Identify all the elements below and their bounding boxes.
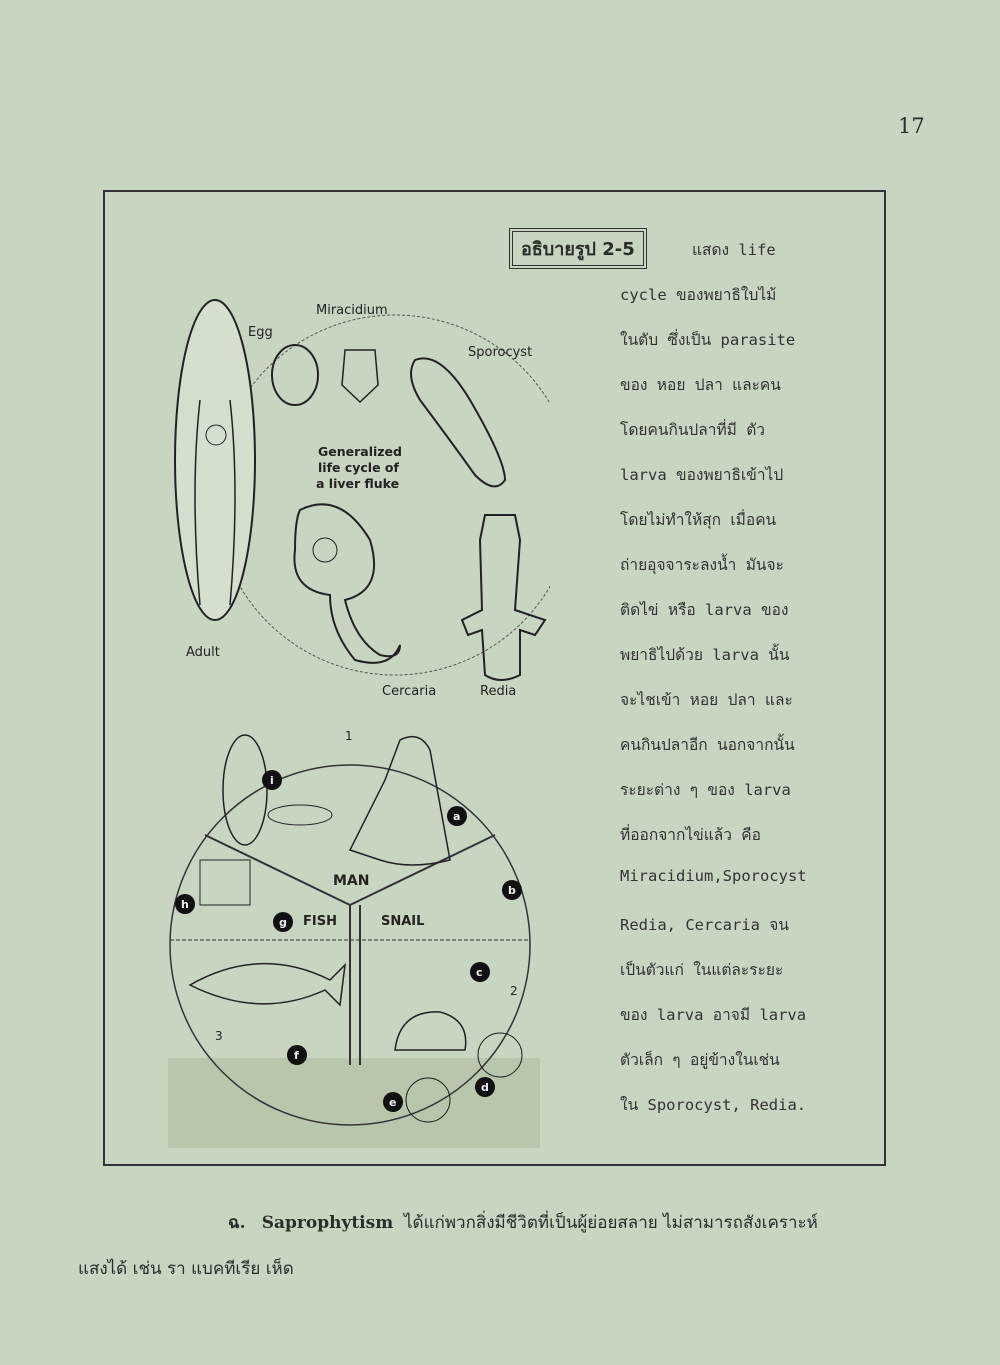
item-marker: ฉ. — [228, 1213, 246, 1233]
diagram-title-line: life cycle of — [318, 460, 400, 475]
diagram-title-line: Generalized — [318, 444, 402, 459]
caption-line: แสดง life — [692, 241, 776, 259]
host-cycle-diagram: MAN FISH SNAIL 1 2 3 a b c d e f g h i — [168, 729, 540, 1148]
caption-line: Redia, Cercaria จน — [620, 916, 789, 934]
stage-number: 2 — [510, 984, 518, 998]
marker-g: g — [279, 916, 287, 929]
caption-line: ในตับ ซึ่งเป็น parasite — [620, 331, 796, 349]
caption-line: คนกินปลาอีก นอกจากนั้น — [620, 736, 795, 754]
caption-line: ระยะต่าง ๆ ของ larva — [620, 781, 791, 799]
marker-d: d — [481, 1081, 489, 1094]
caption-line: ของ larva อาจมี larva — [620, 1006, 807, 1024]
caption-line: ติดไข่ หรือ larva ของ — [620, 601, 789, 619]
body-paragraph-line-1: ฉ. Saprophytism ได้แก่พวกสิ่งมีชีวิตที่เ… — [228, 1209, 818, 1236]
definition-text: ได้แก่พวกสิ่งมีชีวิตที่เป็นผู้ย่อยสลาย ไ… — [404, 1213, 818, 1233]
caption-line: ตัวเล็ก ๆ อยู่ข้างในเช่น — [620, 1051, 780, 1069]
sporocyst — [410, 357, 507, 488]
label-cercaria: Cercaria — [382, 684, 436, 699]
fish-flesh-illustration — [199, 859, 251, 906]
marker-a: a — [453, 810, 460, 823]
adult-fluke — [174, 299, 256, 621]
caption-line: โดยไม่ทำให้สุก เมื่อคน — [620, 511, 777, 529]
label-egg: Egg — [248, 325, 273, 340]
fluke-illustration — [222, 734, 268, 846]
caption-line: โดยคนกินปลาที่มี ตัว — [620, 421, 765, 439]
section-man: MAN — [333, 873, 369, 889]
caption-line: พยาธิไปด้วย larva นั้น — [620, 646, 790, 664]
caption-line: Miracidium,Sporocyst — [620, 867, 807, 885]
label-adult: Adult — [186, 645, 220, 660]
figure-frame — [103, 190, 886, 1166]
caption-line: larva ของพยาธิเข้าไป — [620, 466, 784, 484]
stage-number: 1 — [345, 729, 353, 743]
diagram-title-line: a liver fluke — [316, 476, 399, 491]
egg — [271, 344, 319, 406]
caption-line: ใน Sporocyst, Redia. — [620, 1096, 807, 1114]
caption-heading: อธิบายรูป 2-5 — [509, 228, 647, 269]
marker-c: c — [476, 966, 483, 979]
page-number: 17 — [898, 114, 925, 138]
label-redia: Redia — [480, 684, 516, 699]
caption-line: ที่ออกจากไข่แล้ว คือ — [620, 826, 761, 844]
caption-line: ของ หอย ปลา และคน — [620, 376, 781, 394]
fish-illustration — [188, 962, 347, 1007]
man-eating-illustration — [348, 735, 451, 866]
body-paragraph-line-2: แสงได้ เช่น รา แบคทีเรีย เห็ด — [78, 1259, 294, 1279]
caption-line: เป็นตัวแก่ ในแต่ละระยะ — [620, 961, 784, 979]
redia — [460, 514, 547, 681]
miracidium — [341, 349, 379, 404]
label-sporocyst: Sporocyst — [468, 345, 532, 360]
marker-b: b — [508, 884, 516, 897]
label-miracidium: Miracidium — [316, 303, 388, 318]
marker-h: h — [181, 898, 189, 911]
snail-illustration — [394, 1011, 467, 1051]
caption-line: cycle ของพยาธิใบไม้ — [620, 286, 777, 304]
stage-number: 3 — [215, 1029, 223, 1043]
term: Saprophytism — [261, 1213, 394, 1233]
cercaria — [293, 503, 401, 664]
section-fish: FISH — [303, 914, 337, 929]
section-snail: SNAIL — [381, 914, 424, 929]
liver-fluke-life-cycle-diagram: Miracidium Egg Sporocyst Adult Cercaria … — [174, 299, 550, 699]
caption-line: ถ่ายอุจจาระลงน้ำ มันจะ — [620, 556, 784, 574]
marker-e: e — [389, 1096, 396, 1109]
marker-f: f — [294, 1049, 299, 1062]
marker-i: i — [270, 774, 274, 787]
caption-line: จะไชเข้า หอย ปลา และ — [620, 691, 793, 709]
